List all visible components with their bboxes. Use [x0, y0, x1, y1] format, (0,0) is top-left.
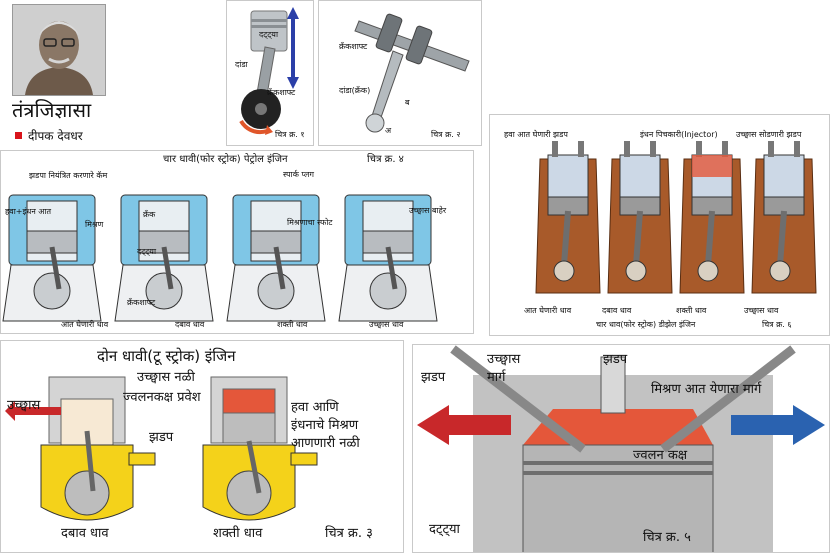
fig5-label-valve-left: झडप — [421, 370, 446, 385]
figure-6-panel: हवा आत घेणारी झडप इंधन पिचकारी(Injector)… — [489, 114, 830, 336]
fig4-label-crankshaft: क्रँकशाफ्ट — [127, 298, 156, 307]
fig6-stroke-3: शक्ती धाव — [676, 306, 707, 315]
fig5-caption: चित्र क्र. ५ — [643, 530, 691, 545]
fig4-label-cam: झडपा नियंत्रित करणारे कॅम — [29, 171, 108, 180]
fig6-stroke-4: उच्छ्वास धाव — [744, 306, 779, 315]
fig6-title: चार धाव(फोर स्ट्रोक) डीझेल इंजिन — [596, 320, 696, 329]
fig3-title: दोन धावी(टू स्ट्रोक) इंजिन — [97, 347, 236, 365]
fig5-label-mixture-path: मिश्रण आत येणारा मार्ग — [651, 382, 762, 397]
fig4-label-mixture: मिश्रण — [85, 220, 104, 229]
crankshaft-illustration — [354, 13, 470, 133]
author-photo — [12, 4, 106, 96]
fig3-stroke-2: शक्ती धाव — [213, 526, 263, 541]
fig1-label-rod: दांडा — [235, 60, 248, 69]
fig2-label-crankshaft: क्रँकशाफ्ट — [339, 42, 368, 51]
fig2-label-crank: दांडा(क्रँक) — [339, 86, 371, 95]
fig6-label-injector: इंधन पिचकारी(Injector) — [640, 130, 718, 139]
fig6-stroke-2: दबाव धाव — [602, 306, 632, 315]
fig5-label-chamber: ज्वलन कक्ष — [633, 448, 688, 463]
author-bullet — [15, 132, 22, 139]
fig3-label-air-fuel-2: इंधनाचे मिश्रण — [291, 418, 359, 433]
figure-5-panel: झडप उच्छ्वास मार्ग झडप मिश्रण आत येणारा … — [412, 344, 830, 553]
piston-rod-illustration — [239, 7, 299, 135]
fig4-stroke-1: आत घेणारी धाव — [61, 320, 109, 329]
fig4-stroke-3: शक्ती धाव — [277, 320, 308, 329]
fig4-label-crank: क्रँक — [143, 210, 156, 219]
fig4-title: चार धावी(फोर स्ट्रोक) पेट्रोल इंजिन — [163, 154, 288, 165]
fig4-label-intake: हवा+इंधन आत — [5, 207, 52, 216]
four-stroke-diesel-illustration — [535, 141, 817, 294]
figure-2-panel: क्रँकशाफ्ट दांडा(क्रँक) ब अ चित्र क्र. २ — [318, 0, 482, 146]
cylinder-head-illustration — [417, 345, 825, 552]
fig4-label-exhaust-out: उच्छ्वास बाहेर — [409, 206, 447, 215]
fig3-label-air-fuel-3: आणणारी नळी — [291, 436, 360, 451]
fig6-caption: चित्र क्र. ६ — [762, 320, 792, 329]
fig4-label-piston: दट्ट्या — [137, 247, 157, 256]
two-stroke-illustration — [5, 376, 318, 521]
fig5-label-exhaust-path-2: मार्ग — [487, 370, 506, 385]
fig4-label-spark-plug: स्पार्क प्लग — [283, 170, 314, 179]
column-title: तंत्रजिज्ञासा — [12, 98, 92, 122]
fig2-caption: चित्र क्र. २ — [431, 130, 461, 139]
fig5-label-valve-right: झडप — [603, 352, 628, 367]
fig5-label-piston: दट्ट्या — [429, 522, 460, 537]
fig3-label-exhaust: उच्छ्वास — [7, 398, 41, 413]
four-stroke-petrol-illustration — [2, 194, 438, 322]
figure-1-panel: दट्ट्या दांडा क्रँकशाफ्ट चित्र क्र. १ — [226, 0, 314, 146]
fig4-label-mixture-blast: मिश्रणाचा स्फोट — [287, 218, 333, 227]
fig4-caption: चित्र क्र. ४ — [367, 154, 404, 165]
fig4-stroke-2: दबाव धाव — [175, 320, 205, 329]
fig3-caption: चित्र क्र. ३ — [325, 526, 373, 541]
fig1-label-piston: दट्ट्या — [259, 30, 279, 39]
fig6-stroke-1: आत घेणारी धाव — [524, 306, 572, 315]
fig6-label-exhaust-valve: उच्छ्वास सोडणारी झडप — [736, 130, 802, 139]
fig3-label-air-fuel-1: हवा आणि — [291, 400, 339, 415]
fig1-label-crankshaft: क्रँकशाफ्ट — [267, 88, 296, 97]
fig3-label-valve: झडप — [149, 430, 174, 445]
fig4-stroke-4: उच्छ्वास धाव — [369, 320, 404, 329]
figure-4-panel: चार धावी(फोर स्ट्रोक) पेट्रोल इंजिन चित्… — [0, 150, 474, 334]
fig6-label-air-valve: हवा आत घेणारी झडप — [504, 130, 568, 139]
fig5-label-exhaust-path-1: उच्छ्वास — [487, 352, 521, 367]
figure-3-panel: दोन धावी(टू स्ट्रोक) इंजिन उच्छ्वास उच्छ… — [0, 340, 404, 553]
fig2-label-b: ब — [405, 98, 410, 107]
fig3-label-exhaust-pipe: उच्छ्वास नळी — [137, 370, 195, 385]
fig3-label-combustion-entry: ज्वलनकक्ष प्रवेश — [123, 390, 201, 405]
fig1-caption: चित्र क्र. १ — [275, 130, 305, 139]
column-header: तंत्रजिज्ञासा दीपक देवधर — [0, 0, 220, 150]
fig3-stroke-1: दबाव धाव — [61, 526, 109, 541]
fig2-label-a: अ — [385, 126, 392, 135]
author-name: दीपक देवधर — [28, 129, 83, 143]
